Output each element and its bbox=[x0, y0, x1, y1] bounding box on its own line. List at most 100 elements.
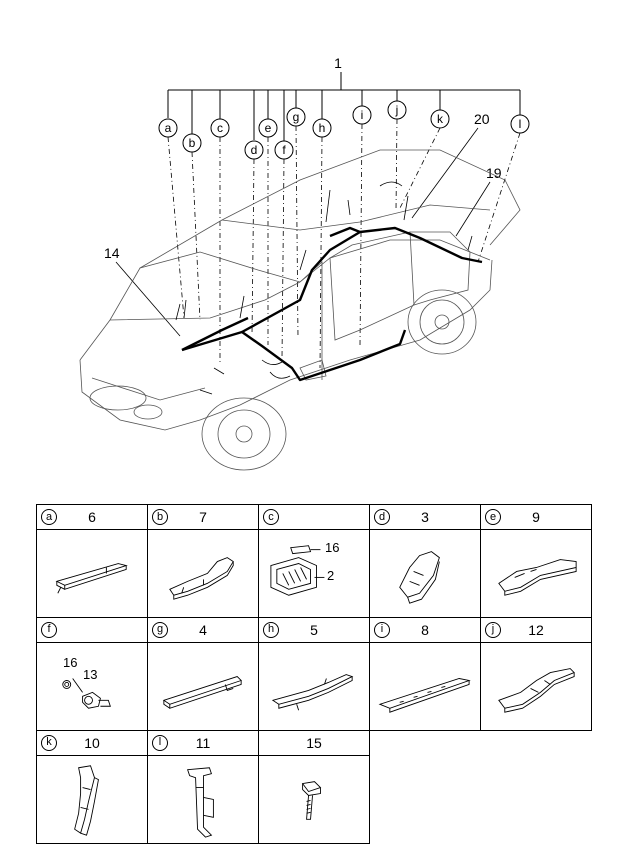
sub-part-label: 2 bbox=[327, 568, 335, 584]
callout-circle-c: c bbox=[210, 118, 230, 138]
letter-circle: h bbox=[263, 621, 279, 638]
callout-circle-b: b bbox=[182, 133, 202, 153]
part-number: 12 bbox=[528, 621, 544, 638]
vertical-bracket-icon bbox=[74, 765, 99, 836]
callout-circle-k: k bbox=[430, 109, 450, 129]
callout-circle-j: j bbox=[387, 100, 407, 120]
vehicle-wiring-diagram: 1 a b c d e f g h i j k l bbox=[79, 55, 530, 471]
part-illustration-cell bbox=[36, 529, 148, 618]
svg-text:d: d bbox=[251, 143, 258, 157]
grommet-bolt-icon bbox=[62, 678, 111, 709]
callout-label-14: 14 bbox=[104, 245, 120, 261]
part-illustration-cell bbox=[258, 642, 370, 731]
callout-label-19: 19 bbox=[486, 165, 502, 181]
part-illustration-cell bbox=[147, 755, 259, 844]
part-illustration-cell bbox=[147, 642, 259, 731]
callout-circle-l: l bbox=[510, 114, 530, 134]
part-number: 9 bbox=[532, 509, 540, 525]
svg-text:b: b bbox=[189, 136, 196, 150]
sub-part-label: 13 bbox=[83, 667, 98, 683]
table-header-cell: l 11 bbox=[147, 729, 259, 757]
callout-circle-d: d bbox=[244, 140, 264, 160]
sill-protector-icon bbox=[378, 678, 471, 713]
wiring-harness bbox=[181, 226, 483, 382]
letter-circle: l bbox=[152, 734, 168, 751]
callout-circle-e: e bbox=[258, 118, 278, 138]
svg-text:i: i bbox=[361, 108, 364, 122]
part-illustration-cell bbox=[147, 529, 259, 618]
svg-text:k: k bbox=[437, 112, 444, 126]
letter-circle: g bbox=[152, 621, 168, 638]
part-illustration-cell: 16 2 bbox=[258, 529, 370, 618]
svg-text:a: a bbox=[165, 121, 172, 135]
part-illustration-cell bbox=[480, 642, 592, 731]
sub-part-label: 16 bbox=[325, 540, 340, 556]
svg-text:j: j bbox=[395, 103, 399, 117]
empty-cell bbox=[370, 730, 592, 755]
part-illustration-cell bbox=[369, 529, 481, 618]
part-number: 7 bbox=[199, 509, 207, 525]
part-number: 15 bbox=[306, 734, 322, 751]
svg-text:e: e bbox=[265, 121, 272, 135]
part-illustration-cell bbox=[480, 529, 592, 618]
callout-circle-f: f bbox=[274, 140, 294, 160]
part-number: 4 bbox=[199, 621, 207, 638]
rear-protector-icon bbox=[498, 668, 575, 713]
part-number: 3 bbox=[421, 509, 429, 525]
channel-protector-icon bbox=[498, 559, 577, 596]
callout-label-1: 1 bbox=[334, 55, 342, 71]
part-illustration-cell bbox=[258, 755, 370, 844]
clip-bracket-icon bbox=[55, 563, 128, 594]
table-header-cell: j 12 bbox=[480, 616, 592, 644]
letter-circle: i bbox=[374, 621, 390, 638]
svg-text:l: l bbox=[519, 117, 522, 131]
part-illustration-cell: 16 13 bbox=[36, 642, 148, 731]
svg-text:h: h bbox=[319, 121, 326, 135]
table-header-cell: f bbox=[36, 616, 148, 644]
svg-text:f: f bbox=[282, 143, 286, 157]
part-number: 10 bbox=[84, 734, 100, 751]
callout-label-20: 20 bbox=[474, 111, 490, 127]
letter-circle: b bbox=[152, 509, 168, 525]
protector-icon bbox=[169, 557, 234, 600]
svg-text:g: g bbox=[293, 110, 300, 124]
letter-circle: k bbox=[41, 734, 57, 751]
table-header-cell: c bbox=[258, 503, 370, 531]
part-number: 11 bbox=[195, 734, 211, 751]
letter-circle: c bbox=[263, 509, 279, 525]
letter-circle: e bbox=[485, 509, 501, 525]
sub-part-label: 16 bbox=[63, 655, 78, 671]
letter-circle: d bbox=[374, 509, 390, 525]
callout-circle-g: g bbox=[286, 107, 306, 127]
part-number: 6 bbox=[88, 509, 96, 525]
callout-circle-h: h bbox=[312, 118, 332, 138]
letter-circle: f bbox=[41, 621, 57, 638]
pillar-bracket-icon bbox=[187, 767, 214, 838]
duct-protector-icon bbox=[399, 551, 440, 604]
long-protector-icon bbox=[162, 676, 242, 709]
part-illustration-cell bbox=[369, 642, 481, 731]
harness-protector-icon bbox=[271, 674, 354, 711]
part-number: 5 bbox=[310, 621, 318, 638]
callout-circle-i: i bbox=[352, 105, 372, 125]
bolt-icon bbox=[301, 781, 322, 820]
callout-circles: a b c d e f g h i j k l bbox=[158, 100, 530, 160]
part-illustration-cell bbox=[36, 755, 148, 844]
table-header-cell: k 10 bbox=[36, 729, 148, 757]
connector-bracket-icon bbox=[270, 545, 325, 596]
callout-circle-a: a bbox=[158, 118, 178, 138]
letter-circle: a bbox=[41, 509, 57, 525]
letter-circle: j bbox=[485, 621, 501, 638]
vehicle-outline bbox=[79, 149, 521, 471]
svg-text:c: c bbox=[217, 121, 223, 135]
table-header-cell: 15 bbox=[258, 729, 370, 757]
part-number: 8 bbox=[421, 621, 429, 638]
